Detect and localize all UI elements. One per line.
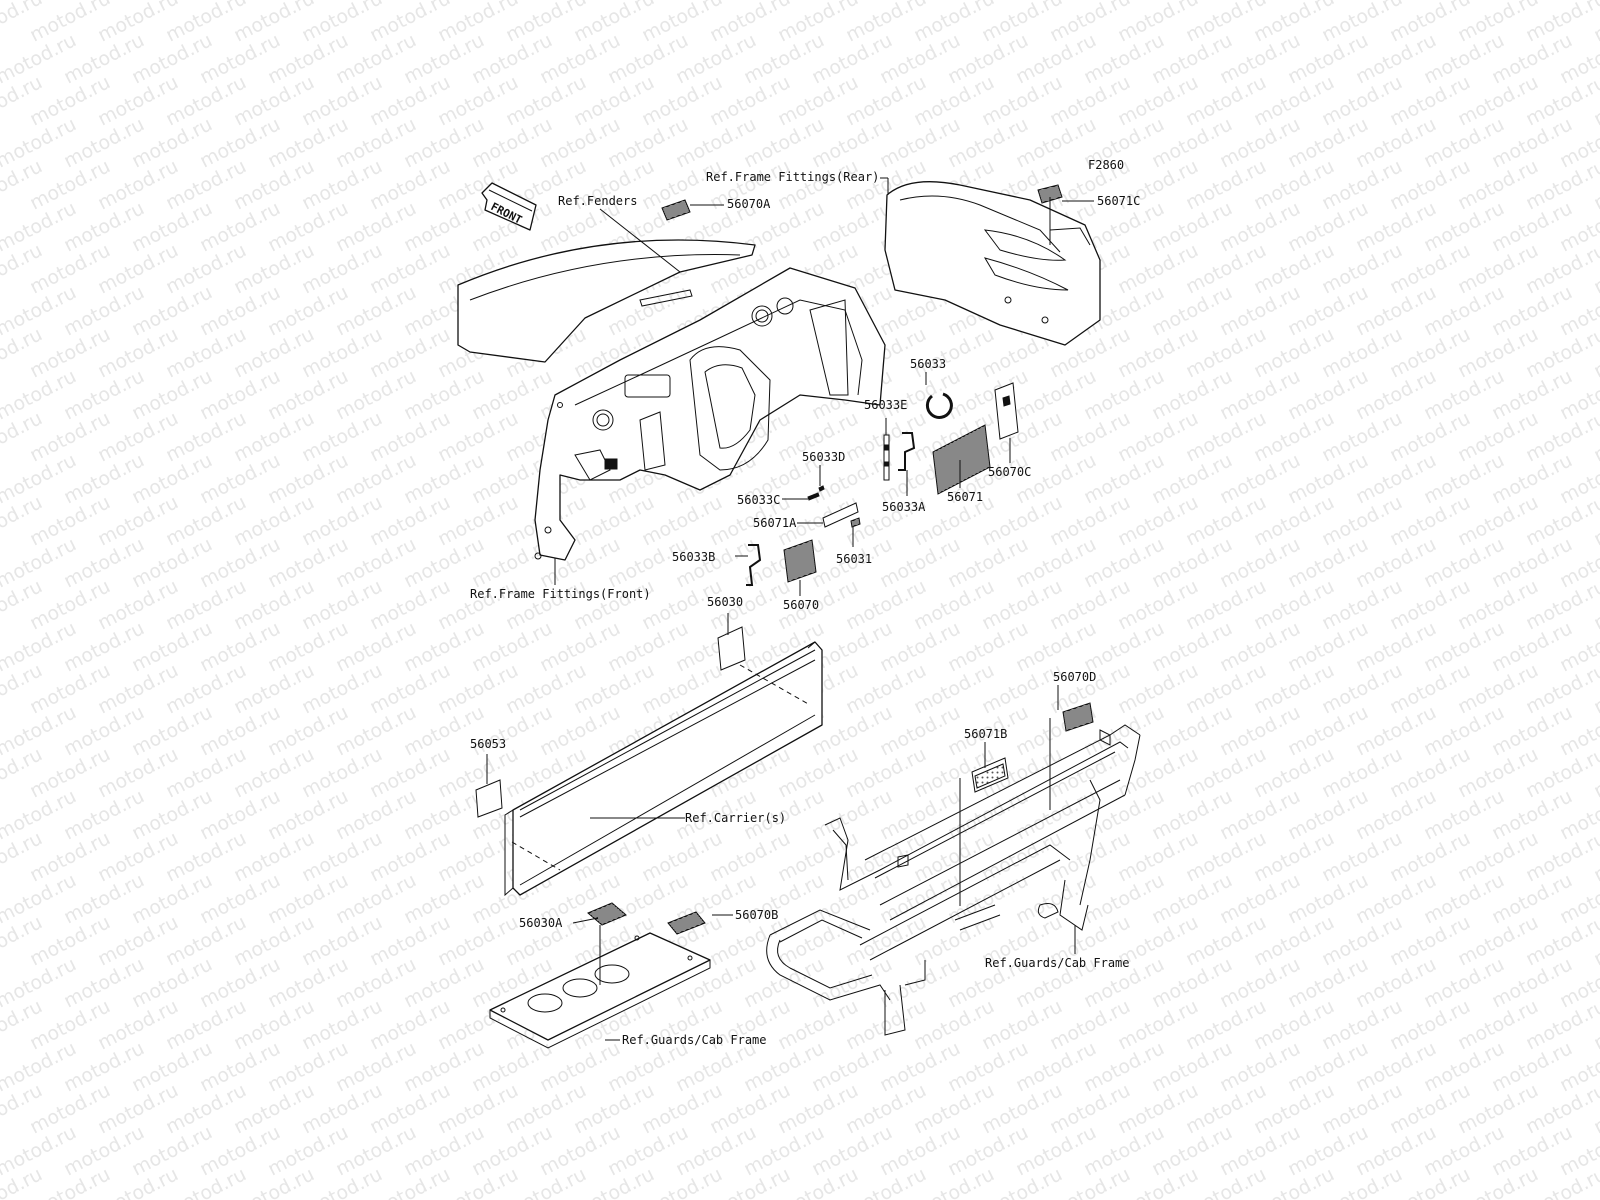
decal-56070D-shape <box>1062 702 1094 732</box>
decal-56030A-shape <box>587 902 627 926</box>
part-56033C-label: 56033C <box>737 493 780 507</box>
decal-56071-shape <box>932 424 991 495</box>
ref-frame-fittings-rear-label: Ref.Frame Fittings(Rear) <box>706 170 879 184</box>
frame-fitting-rear <box>884 181 1101 346</box>
bracket-56033B-shape <box>746 544 762 586</box>
part-56070-label: 56070 <box>783 598 819 612</box>
decal-shapes <box>475 184 1094 935</box>
part-56030A-label: 56030A <box>519 916 563 930</box>
part-56071C-label: 56071C <box>1097 194 1140 208</box>
decal-56070-shape <box>783 539 817 583</box>
decal-56071A-shape <box>822 502 859 528</box>
figure-code: F2860 <box>1088 158 1124 172</box>
decal-56070C-shape <box>994 382 1019 440</box>
decal-56053-shape <box>475 779 503 818</box>
small-56033C-shape <box>807 492 820 501</box>
decal-56030-shape <box>717 626 746 671</box>
strip-56033E-shape <box>883 434 890 481</box>
ref-frame-fittings-front-label: Ref.Frame Fittings(Front) <box>470 587 651 601</box>
part-56071B-label: 56071B <box>964 727 1007 741</box>
ring-56033-shape <box>925 392 953 419</box>
part-56033B-label: 56033B <box>672 550 715 564</box>
part-56053-label: 56053 <box>470 737 506 751</box>
part-56070C-label: 56070C <box>988 465 1031 479</box>
ref-guards-cab-frame-bottom-label: Ref.Guards/Cab Frame <box>622 1033 767 1047</box>
ref-guards-cab-frame-right-label: Ref.Guards/Cab Frame <box>985 956 1130 970</box>
guard-cab-frame <box>766 724 1141 1036</box>
part-56031-label: 56031 <box>836 552 872 566</box>
part-56033D-label: 56033D <box>802 450 845 464</box>
part-56033A-label: 56033A <box>882 500 926 514</box>
skid-plate <box>489 932 711 1049</box>
decal-56070B-shape <box>667 911 706 935</box>
part-56070D-label: 56070D <box>1053 670 1096 684</box>
front-arrow: FRONT <box>481 182 537 231</box>
fender-panel <box>457 239 756 363</box>
decal-56071C-shape <box>1037 184 1063 204</box>
part-56030-label: 56030 <box>707 595 743 609</box>
decal-56031-shape <box>850 517 861 528</box>
ref-carrier-label: Ref.Carrier(s) <box>685 811 786 825</box>
carrier-panel <box>504 641 823 897</box>
part-56071A-label: 56071A <box>753 516 797 530</box>
small-56033D-shape <box>818 485 825 492</box>
leader-lines <box>486 177 1094 1041</box>
labels: F2860 Ref.Fenders Ref.Frame Fittings(Rea… <box>470 158 1140 1047</box>
part-56070A-label: 56070A <box>727 197 771 211</box>
part-56033E-label: 56033E <box>864 398 907 412</box>
part-56070B-label: 56070B <box>735 908 778 922</box>
part-56033-label: 56033 <box>910 357 946 371</box>
dashboard-frame-front <box>534 267 886 561</box>
decal-56070A-shape <box>661 199 691 221</box>
ref-fenders-label: Ref.Fenders <box>558 194 637 208</box>
part-56071-label: 56071 <box>947 490 983 504</box>
